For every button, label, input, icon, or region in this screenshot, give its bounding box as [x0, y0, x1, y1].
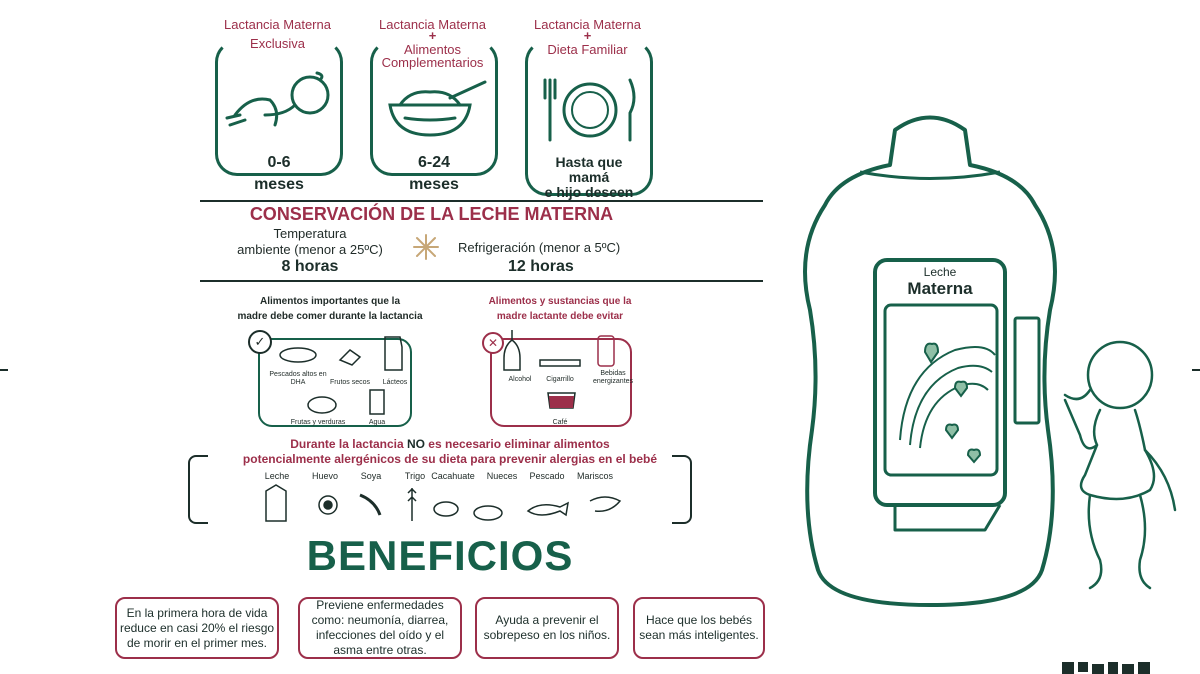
- benefit-text: En la primera hora de vida reduce en cas…: [119, 605, 275, 650]
- stage-age-line3: e hijo deseen: [544, 184, 634, 200]
- fridge-hours: 12 horas: [508, 258, 574, 275]
- stage-plus: +: [583, 28, 592, 43]
- benefit-text: Ayuda a prevenir el sobrepeso en los niñ…: [483, 613, 611, 642]
- benefit-card: En la primera hora de vida reduce en cas…: [115, 597, 279, 659]
- stage-age-number: 6-24: [417, 154, 451, 171]
- allergen-label: Trigo: [404, 471, 426, 481]
- benefit-text: Hace que los bebés sean más inteligentes…: [639, 613, 759, 642]
- bowl-icon: [388, 80, 487, 137]
- benefit-card: Hace que los bebés sean más inteligentes…: [633, 597, 765, 659]
- allergen-line2: potencialmente alergénicos de su dieta p…: [242, 452, 658, 466]
- eat-item-label: Pescados altos en DHA: [269, 371, 327, 386]
- eat-frame: [258, 338, 412, 427]
- stage-age-unit: meses: [254, 176, 304, 193]
- avoid-item-label: Bebidas energizantes: [592, 370, 634, 385]
- bracket-right: [672, 455, 692, 524]
- room-temp-label-2: ambiente (menor a 25ºC): [237, 242, 383, 257]
- allergen-label: Huevo: [311, 471, 338, 481]
- milk-icon: [265, 484, 287, 522]
- allergen-label: Pescado: [529, 471, 565, 481]
- avoid-title: Alimentos y sustancias que la: [488, 296, 632, 307]
- benefit-card: Ayuda a prevenir el sobrepeso en los niñ…: [475, 597, 619, 659]
- stage-age-unit: meses: [409, 176, 459, 193]
- stage-frame: [525, 40, 653, 196]
- check-icon: ✓: [248, 330, 272, 354]
- edge-marker-right: [1192, 369, 1200, 371]
- stage-subtitle: Alimentos: [403, 42, 462, 57]
- allergen-label: Cacahuate: [431, 471, 475, 481]
- avoid-frame: [490, 338, 632, 427]
- room-temp-hours: 8 horas: [281, 258, 339, 275]
- eat-item-label: Lácteos: [382, 379, 408, 386]
- stage-subtitle: Exclusiva: [250, 36, 305, 51]
- cross-icon: ✕: [482, 332, 504, 354]
- machine-label-line1: Leche: [923, 265, 957, 279]
- avoid-item-label: Café: [552, 419, 568, 426]
- stage-title: Lactancia Materna: [379, 17, 486, 32]
- allergen-label: Leche: [264, 471, 290, 481]
- edge-marker-left: [0, 369, 8, 371]
- allergen-label: Nueces: [486, 471, 518, 481]
- avoid-item-label: Alcohol: [508, 376, 532, 383]
- milk-bottle-machine-illustration: [803, 115, 1057, 607]
- stage-frame: [370, 40, 498, 176]
- allergen-text-post: es necesario eliminar alimentos: [424, 437, 610, 451]
- eat-title: Alimentos importantes que la: [259, 296, 401, 307]
- eat-item-label: Agua: [368, 419, 386, 426]
- stage-subtitle-2: Complementarios: [381, 55, 484, 70]
- avoid-item-label: Cigarrillo: [546, 376, 574, 383]
- stage-age-line1: Hasta que: [555, 154, 623, 170]
- allergen-label: Mariscos: [576, 471, 613, 481]
- benefit-text: Previene enfermedades como: neumonía, di…: [311, 598, 449, 657]
- bracket-left: [188, 455, 208, 524]
- breastfeeding-icon: [225, 71, 330, 127]
- allergen-text-no: NO: [406, 437, 425, 451]
- stage-subtitle: Dieta Familiar: [547, 42, 628, 57]
- footer-logos-icon: [1062, 662, 1150, 674]
- eat-title-2: madre debe comer durante la lactancia: [237, 311, 423, 322]
- benefit-card: Previene enfermedades como: neumonía, di…: [298, 597, 462, 659]
- plate-cutlery-icon: [543, 78, 636, 142]
- allergen-icons: [265, 484, 622, 522]
- eat-item-label: Frutos secos: [329, 379, 371, 386]
- conservation-title: CONSERVACIÓN DE LA LECHE MATERNA: [249, 204, 614, 224]
- divider: [200, 280, 763, 282]
- fridge-label: Refrigeración (menor a 5ºC): [458, 240, 621, 255]
- stage-age-line2: mamá: [568, 169, 610, 185]
- snowflake-icon: [413, 234, 439, 260]
- baby-illustration: [1063, 340, 1177, 590]
- machine-label-line2: Materna: [907, 279, 973, 298]
- allergen-text-pre: Durante la lactancia: [290, 437, 407, 451]
- stage-age-number: 0-6: [267, 154, 291, 171]
- allergen-label: Soya: [360, 471, 382, 481]
- stage-plus: +: [428, 28, 437, 43]
- stage-title: Lactancia Materna: [224, 17, 331, 32]
- avoid-title-2: madre lactante debe evitar: [496, 311, 624, 322]
- benefits-title: BENEFICIOS: [306, 532, 574, 579]
- room-temp-label: Temperatura: [273, 226, 347, 241]
- stage-title: Lactancia Materna: [534, 17, 641, 32]
- healthy-foods-icon: [279, 336, 403, 415]
- avoid-items-icon: [503, 330, 615, 409]
- stage-frame: [215, 40, 343, 176]
- eat-item-label: Frutas y verduras: [290, 419, 346, 426]
- allergen-line1: Durante la lactancia NO es necesario eli…: [200, 437, 700, 451]
- divider: [200, 200, 763, 202]
